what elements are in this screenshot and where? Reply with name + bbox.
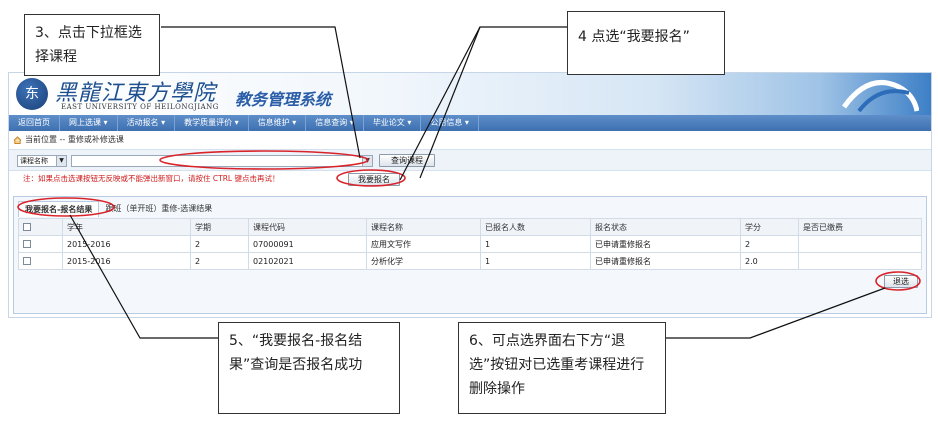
header-credits: 学分 [740,218,799,236]
callout-step4: 4 点选“我要报名” [567,11,725,75]
menu-online-course-selection[interactable]: 网上选课 ▾ [60,115,118,131]
signup-results-table: 学年 学期 课程代码 课程名称 已报名人数 报名状态 学分 是否已缴费 2015… [18,218,922,270]
cell-signup-status: 已申请重修报名 [590,252,741,270]
cell-paid [798,252,922,270]
results-panel: 我要报名-报名结果 跟班（单开班）重修-选课结果 学年 学期 课程代码 课程名称… [13,196,927,314]
home-icon [13,135,22,144]
course-select-dropdown[interactable]: ▼ [71,155,373,167]
education-system-window: 东 黑龍江東方學院 EAST UNIVERSITY OF HEILONGJIAN… [8,72,932,318]
row-select-cell[interactable] [18,252,63,270]
header-banner: 东 黑龍江東方學院 EAST UNIVERSITY OF HEILONGJIAN… [9,73,931,115]
row-select-cell[interactable] [18,235,63,253]
breadcrumb-text: 当前位置 -- 重修或补修选课 [25,135,124,144]
menu-public-info[interactable]: 公用信息 ▾ [421,115,479,131]
cell-signup-count: 1 [480,252,591,270]
cell-term: 2 [190,252,249,270]
row-checkbox[interactable] [23,257,31,265]
school-name-en: EAST UNIVERSITY OF HEILONGJIANG [61,103,219,111]
callout-step5: 5、“我要报名-报名结果”查询是否报名成功 [218,322,400,414]
cell-signup-count: 1 [480,235,591,253]
cell-credits: 2 [740,235,799,253]
filter-bar: 课程名称 ▼ ▼ 查询课程 [9,149,931,171]
cell-year: 2015-2016 [62,252,191,270]
signup-button[interactable]: 我要报名 [348,173,400,186]
header-paid: 是否已缴费 [798,218,922,236]
menu-info-query[interactable]: 信息查询 ▾ [306,115,364,131]
system-title: 教务管理系统 [235,90,332,109]
callout-step6: 6、可点选界面右下方“退选”按钮对已选重考课程进行删除操作 [458,322,666,414]
cell-signup-status: 已申请重修报名 [590,235,741,253]
cell-credits: 2.0 [740,252,799,270]
chevron-down-icon: ▼ [56,156,66,166]
cell-term: 2 [190,235,249,253]
cell-course-code: 02102021 [248,252,367,270]
cell-year: 2015-2016 [62,235,191,253]
cell-course-code: 07000091 [248,235,367,253]
search-type-value: 课程名称 [20,157,48,165]
decorative-swirl-icon [841,80,919,113]
callout-step3: 3、点击下拉框选择课程 [24,14,160,76]
breadcrumb: 当前位置 -- 重修或补修选课 [13,134,124,145]
notice-text: 注：如果点击选课按钮无反映或不能弹出新窗口，请按住 CTRL 键点击再试！ [23,174,280,183]
tab-signup-results[interactable]: 我要报名-报名结果 [18,201,100,217]
table-row: 2015-2016 2 07000091 应用文写作 1 已申请重修报名 2 [18,235,922,253]
main-menu-bar: 返回首页 网上选课 ▾ 活动报名 ▾ 教学质量评价 ▾ 信息维护 ▾ 信息查询 … [9,115,931,131]
select-all-checkbox[interactable] [23,223,31,231]
cell-paid [798,235,922,253]
header-course-code: 课程代码 [248,218,367,236]
query-course-button[interactable]: 查询课程 [379,154,435,167]
tab-retake-results[interactable]: 跟班（单开班）重修-选课结果 [105,204,213,213]
menu-thesis[interactable]: 毕业论文 ▾ [364,115,422,131]
result-tabs: 我要报名-报名结果 跟班（单开班）重修-选课结果 [18,201,218,217]
cell-course-name: 分析化学 [366,252,481,270]
header-signup-status: 报名状态 [590,218,741,236]
search-type-select[interactable]: 课程名称 ▼ [17,155,67,167]
header-signup-count: 已报名人数 [480,218,591,236]
menu-info-maintenance[interactable]: 信息维护 ▾ [249,115,307,131]
select-all-cell[interactable] [18,218,63,236]
menu-activity-signup[interactable]: 活动报名 ▾ [118,115,176,131]
menu-teaching-evaluation[interactable]: 教学质量评价 ▾ [175,115,249,131]
table-header-row: 学年 学期 课程代码 课程名称 已报名人数 报名状态 学分 是否已缴费 [18,218,922,236]
row-checkbox[interactable] [23,240,31,248]
header-year: 学年 [62,218,191,236]
chevron-down-icon: ▼ [362,156,372,166]
header-course-name: 课程名称 [366,218,481,236]
withdraw-button[interactable]: 退选 [884,275,918,288]
menu-home[interactable]: 返回首页 [9,115,60,131]
table-row: 2015-2016 2 02102021 分析化学 1 已申请重修报名 2.0 [18,252,922,270]
header-term: 学期 [190,218,249,236]
school-logo: 东 [16,78,48,110]
cell-course-name: 应用文写作 [366,235,481,253]
